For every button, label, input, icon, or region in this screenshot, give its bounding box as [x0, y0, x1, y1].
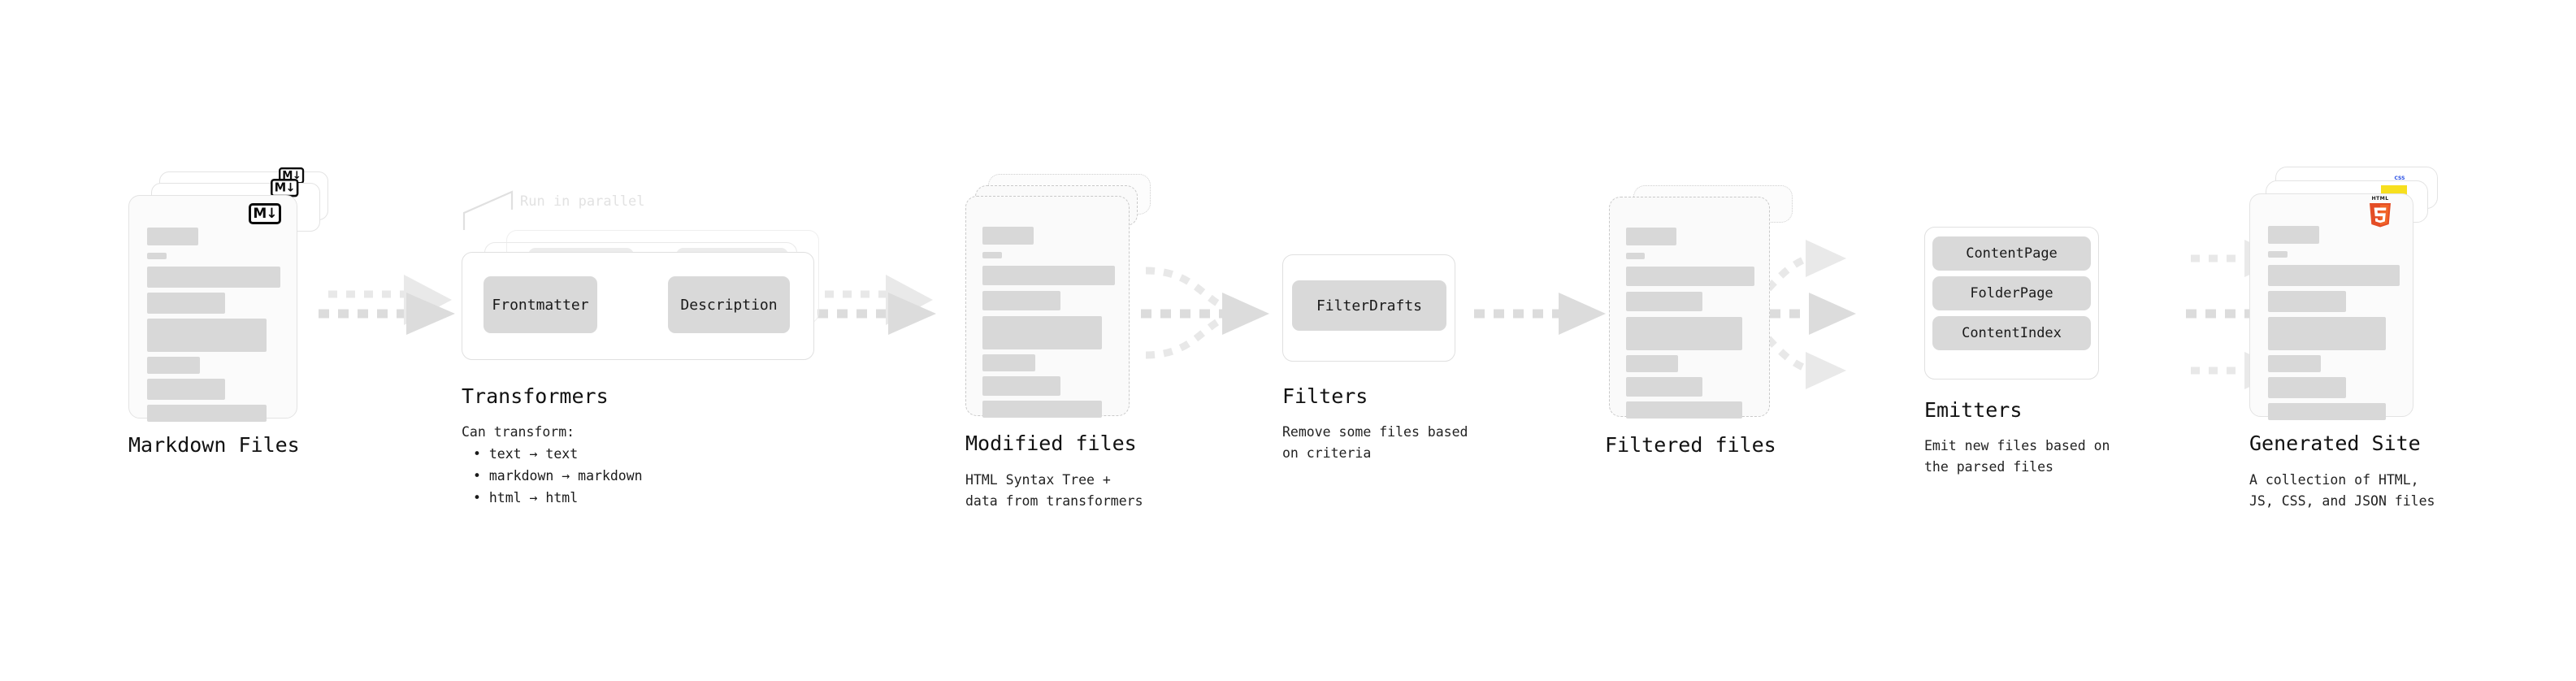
- skeleton-line: [1626, 267, 1754, 286]
- markdown-card-front[interactable]: [128, 195, 297, 422]
- modified-card-front[interactable]: [965, 196, 1130, 418]
- skeleton-subtitle: [982, 252, 1002, 258]
- emitters-chip-contentindex[interactable]: ContentIndex: [1932, 316, 2091, 350]
- skeleton-subtitle: [2268, 251, 2288, 258]
- skeleton-line: [982, 266, 1115, 285]
- stage-title-filtered-files: Filtered files: [1605, 433, 1776, 457]
- skeleton-line: [147, 267, 280, 288]
- filtered-card-front[interactable]: [1609, 197, 1770, 419]
- transformers-bullet-1: • text → text: [473, 446, 579, 462]
- stage-title-generated-site: Generated Site: [2249, 432, 2421, 455]
- skeleton-line: [2268, 355, 2321, 372]
- skeleton-line: [1626, 401, 1742, 419]
- stage-title-transformers: Transformers: [462, 384, 609, 408]
- run-in-parallel-bracket: [462, 190, 514, 230]
- stage-desc-generated-site: A collection of HTML, JS, CSS, and JSON …: [2249, 472, 2435, 510]
- skeleton-line: [982, 354, 1035, 371]
- arrow-modified-to-filters: [1141, 267, 1269, 359]
- filters-chip-filterdrafts[interactable]: FilterDrafts: [1292, 280, 1446, 331]
- skeleton-line: [982, 376, 1060, 396]
- emitters-chip-folderpage[interactable]: FolderPage: [1932, 276, 2091, 310]
- skeleton-line: [147, 319, 267, 352]
- skeleton-line: [1626, 377, 1702, 397]
- site-card-front[interactable]: [2249, 193, 2413, 420]
- stage-title-modified-files: Modified files: [965, 432, 1137, 455]
- skeleton-line: [1626, 292, 1702, 311]
- transformers-bullet-3: • html → html: [473, 490, 579, 505]
- skeleton-title: [982, 227, 1034, 245]
- arrow-transformers-to-modified: [817, 275, 936, 335]
- markdown-badge-back-1: M↓: [271, 179, 299, 197]
- transformers-chip-description[interactable]: Description: [668, 276, 790, 333]
- transformers-bullet-2: • markdown → markdown: [473, 468, 643, 484]
- skeleton-line: [2268, 265, 2400, 286]
- skeleton-title: [1626, 228, 1676, 245]
- skeleton-line: [1626, 355, 1678, 372]
- skeleton-line: [982, 316, 1102, 349]
- skeleton-title: [147, 228, 198, 245]
- skeleton-subtitle: [147, 253, 167, 259]
- skeleton-line: [982, 291, 1060, 310]
- skeleton-title: [2268, 226, 2319, 244]
- stage-desc-filters: Remove some files based on criteria: [1282, 424, 1468, 462]
- arrow-markdown-to-transformers: [319, 275, 455, 335]
- skeleton-line: [147, 357, 200, 374]
- skeleton-line: [1626, 317, 1742, 350]
- transformers-intro: Can transform:: [462, 424, 575, 440]
- stage-desc-emitters: Emit new files based on the parsed files: [1924, 438, 2110, 475]
- svg-text:HTML: HTML: [2371, 196, 2388, 202]
- skeleton-line: [147, 293, 225, 314]
- skeleton-line: [147, 379, 225, 400]
- run-in-parallel-label: Run in parallel: [520, 193, 645, 210]
- transformers-chip-frontmatter[interactable]: Frontmatter: [484, 276, 597, 333]
- stage-title-filters: Filters: [1282, 384, 1368, 408]
- stage-title-markdown-files: Markdown Files: [128, 433, 300, 457]
- stage-title-emitters: Emitters: [1924, 398, 2023, 422]
- svg-text:CSS: CSS: [2395, 176, 2405, 181]
- skeleton-subtitle: [1626, 253, 1645, 259]
- skeleton-line: [982, 401, 1102, 418]
- skeleton-line: [147, 405, 267, 422]
- skeleton-line: [2268, 403, 2386, 420]
- html5-badge-icon: HTML: [2366, 194, 2394, 228]
- markdown-badge-icon: M↓: [249, 203, 281, 224]
- arrow-filters-to-filtered: [1474, 293, 1606, 335]
- stage-desc-modified-files: HTML Syntax Tree + data from transformer…: [965, 472, 1143, 510]
- skeleton-line: [2268, 317, 2386, 350]
- emitters-chip-contentpage[interactable]: ContentPage: [1932, 236, 2091, 271]
- skeleton-line: [2268, 377, 2346, 398]
- skeleton-line: [2268, 291, 2346, 312]
